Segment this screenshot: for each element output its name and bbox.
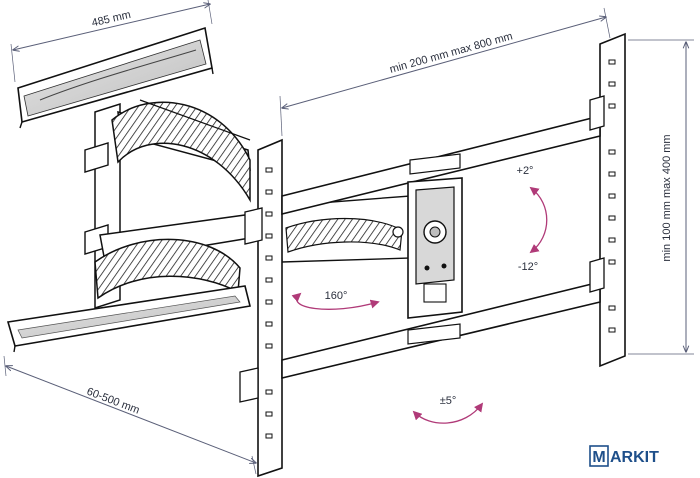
tv-height-range-label: min 100 mm max 400 mm (661, 134, 673, 261)
tilt-up-label: +2° (517, 165, 534, 177)
dimension-lines (3, 0, 694, 475)
logo-initial: M (592, 449, 605, 466)
tilt-indicator: +2° -12° (517, 165, 548, 273)
logo-text: ARKIT (610, 449, 659, 466)
swivel-indicator: 160° (291, 290, 380, 310)
arm-extension-label: 60-500 mm (85, 386, 141, 417)
swivel-label: 160° (325, 290, 348, 302)
level-indicator: ±5° (412, 395, 484, 424)
logo-box (589, 445, 609, 467)
arm-assembly (6, 99, 413, 353)
tv-width-range-label: min 200 mm max 800 mm (388, 30, 514, 76)
plate-width-label: 485 mm (91, 9, 132, 30)
tv-plate (239, 32, 626, 478)
level-label: ±5° (440, 395, 457, 407)
tilt-down-label: -12° (518, 261, 538, 273)
brand-logo: M ARKIT (589, 445, 659, 467)
